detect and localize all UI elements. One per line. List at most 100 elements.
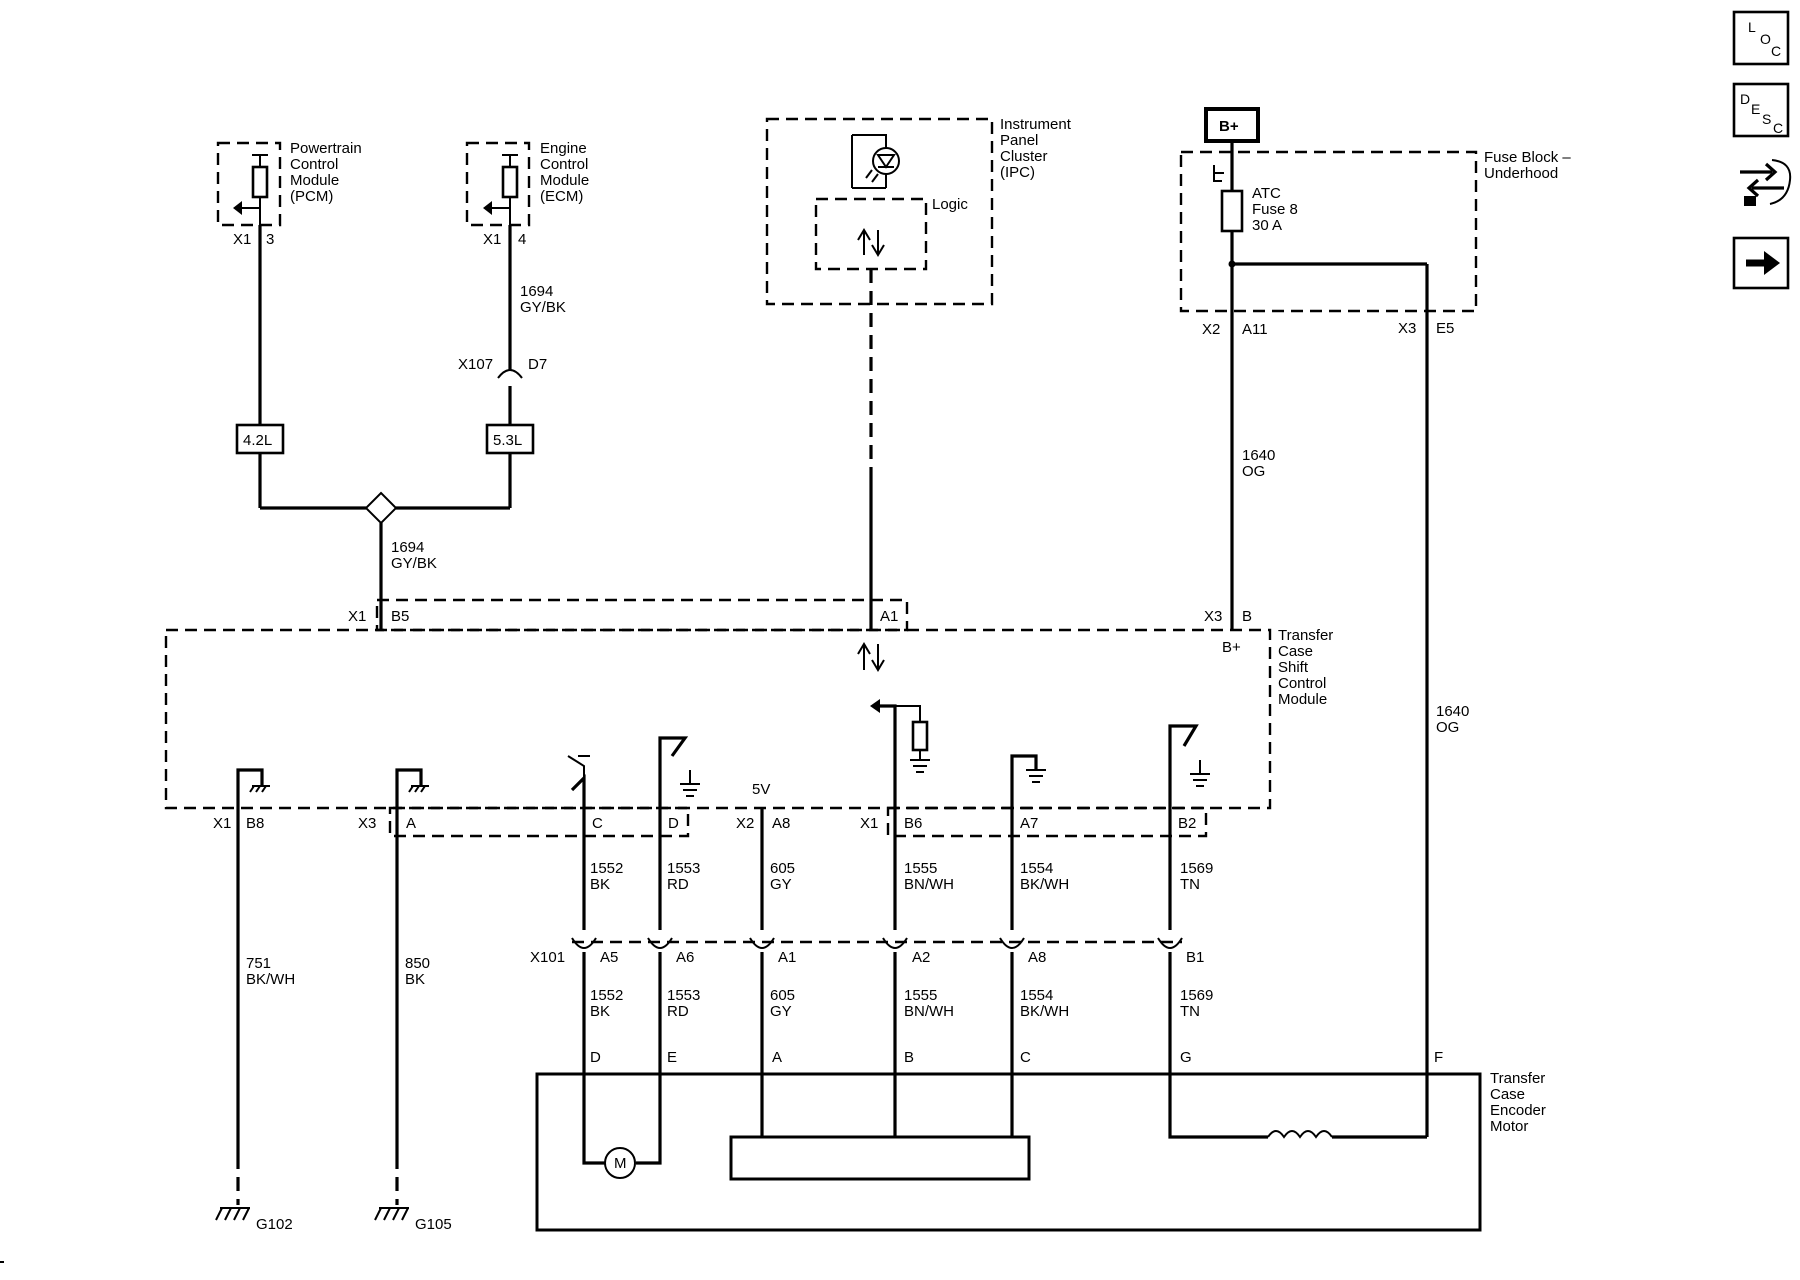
ipc-label-4: (IPC) [1000, 164, 1035, 181]
wire-1555-bottom-num: 1555 [904, 987, 937, 1004]
pin-x2: X2 [736, 815, 754, 832]
ecm-label-4: (ECM) [540, 188, 583, 205]
x101-pin-a1: A1 [778, 949, 796, 966]
x107-label: X107 [458, 356, 493, 373]
wire-605-bottom-color: GY [770, 1003, 792, 1020]
wire-850-color: BK [405, 971, 425, 988]
motor-pin-e: E [667, 1049, 677, 1066]
x101-pin-a6: A6 [676, 949, 694, 966]
tcscm-top-b5: B5 [391, 608, 409, 625]
tcscm-x3-connector-box [388, 806, 690, 838]
wire-1553-bottom-num: 1553 [667, 987, 700, 1004]
pin-b2: B2 [1178, 815, 1196, 832]
ground-g105-symbol [374, 1207, 409, 1221]
ground-g102-symbol [215, 1207, 250, 1221]
wire-1694-top-num: 1694 [520, 283, 553, 300]
pin-x1-b: X1 [860, 815, 878, 832]
pcm-ecm-wiring: 1694 GY/BK X107 D7 4.2L 5.3L 1694 GY/BK [235, 225, 566, 630]
wire-1694-bottom-num: 1694 [391, 539, 424, 556]
wire-1640-a-color: OG [1242, 463, 1265, 480]
loc-letter-l: L [1748, 19, 1756, 35]
motor-symbol [604, 1147, 636, 1179]
tcscm-top-a1: A1 [880, 608, 898, 625]
wire-751-num: 751 [246, 955, 271, 972]
pcm-label-2: Control [290, 156, 338, 173]
option-5-3l: 5.3L [493, 432, 522, 449]
fuse-block-underhood: B+ ATC Fuse 8 30 A Fuse Block – Underhoo… [1179, 107, 1571, 1137]
desc-letter-e: E [1751, 101, 1760, 117]
wire-1554-bottom-num: 1554 [1020, 987, 1053, 1004]
wire-1554-top-color: BK/WH [1020, 876, 1069, 893]
wire-1640-a-num: 1640 [1242, 447, 1275, 464]
fuse-x2-connector: X2 [1202, 321, 1220, 338]
pcm-label-4: (PCM) [290, 188, 333, 205]
wire-1552-top-color: BK [590, 876, 610, 893]
ipc-module: Logic Instrument Panel Cluster (IPC) [765, 116, 1072, 630]
tcscm-5v-label: 5V [752, 781, 770, 798]
motor-m-label: M [614, 1155, 627, 1172]
fuse-a11-pin: A11 [1242, 321, 1268, 338]
wire-1552-bottom-num: 1552 [590, 987, 623, 1004]
x101-pin-a5: A5 [600, 949, 618, 966]
wire-1554-bottom-color: BK/WH [1020, 1003, 1069, 1020]
wire-850-num: 850 [405, 955, 430, 972]
splice-diamond [364, 491, 398, 525]
tcscm-bplus: B+ [1222, 639, 1241, 656]
connector-nav-icon[interactable] [1740, 159, 1792, 206]
ground-g102-label: G102 [256, 1216, 293, 1233]
pcm-pin: 3 [266, 231, 274, 248]
wire-1555-top-num: 1555 [904, 860, 937, 877]
coil-symbol [1267, 1130, 1333, 1139]
loc-letter-c: C [1771, 43, 1781, 59]
ipc-logic-label: Logic [932, 196, 968, 213]
pin-b6: B6 [904, 815, 922, 832]
ecm-label-3: Module [540, 172, 589, 189]
ecm-label-1: Engine [540, 140, 587, 157]
ipc-label-1: Instrument [1000, 116, 1072, 133]
wire-1569-bottom-color: TN [1180, 1003, 1200, 1020]
wire-1552-bottom-color: BK [590, 1003, 610, 1020]
fuse-x3-connector: X3 [1398, 320, 1416, 337]
description-nav-button[interactable]: D E S C [1732, 82, 1790, 138]
pin-x1-a: X1 [213, 815, 231, 832]
motor-label-1: Transfer [1490, 1070, 1545, 1087]
wire-1554-top-num: 1554 [1020, 860, 1053, 877]
motor-label-3: Encoder [1490, 1102, 1546, 1119]
fuse-label-atc: ATC [1252, 185, 1281, 202]
ipc-label-3: Cluster [1000, 148, 1048, 165]
wire-1552-top-num: 1552 [590, 860, 623, 877]
tcscm-x1-connector-box [886, 806, 1208, 838]
ground-wires: 751 BK/WH 850 BK G102 G105 [215, 808, 452, 1233]
encoder-block [729, 1135, 1031, 1181]
battery-bplus-label: B+ [1219, 118, 1239, 135]
wire-1555-bottom-color: BN/WH [904, 1003, 954, 1020]
next-arrow-button[interactable] [1732, 236, 1790, 290]
pin-d: D [668, 815, 679, 832]
wire-751-color: BK/WH [246, 971, 295, 988]
fuse-block-label-1: Fuse Block – [1484, 149, 1571, 166]
wire-1569-bottom-num: 1569 [1180, 987, 1213, 1004]
motor-pin-f: F [1434, 1049, 1443, 1066]
tcscm-top-x3: X3 [1204, 608, 1222, 625]
pcm-module: Powertrain Control Module (PCM) X1 3 [216, 140, 362, 248]
motor-label-2: Case [1490, 1086, 1525, 1103]
desc-letter-c: C [1773, 120, 1783, 136]
wire-1553-bottom-color: RD [667, 1003, 689, 1020]
tcscm-top-x1: X1 [348, 608, 366, 625]
transfer-case-encoder-motor: Transfer Case Encoder Motor M [535, 1070, 1546, 1232]
tcscm-label-4: Control [1278, 675, 1326, 692]
location-nav-button[interactable]: L O C [1732, 10, 1790, 66]
desc-letter-d: D [1740, 91, 1750, 107]
wire-1555-top-color: BN/WH [904, 876, 954, 893]
wire-1694-bottom-color: GY/BK [391, 555, 437, 572]
pin-a: A [406, 815, 416, 832]
pin-c: C [592, 815, 603, 832]
wire-605-top-color: GY [770, 876, 792, 893]
ipc-label-2: Panel [1000, 132, 1038, 149]
wire-1553-top-color: RD [667, 876, 689, 893]
ground-g105-label: G105 [415, 1216, 452, 1233]
tcscm-label-1: Transfer [1278, 627, 1333, 644]
wire-1640-b-color: OG [1436, 719, 1459, 736]
wire-1569-top-color: TN [1180, 876, 1200, 893]
